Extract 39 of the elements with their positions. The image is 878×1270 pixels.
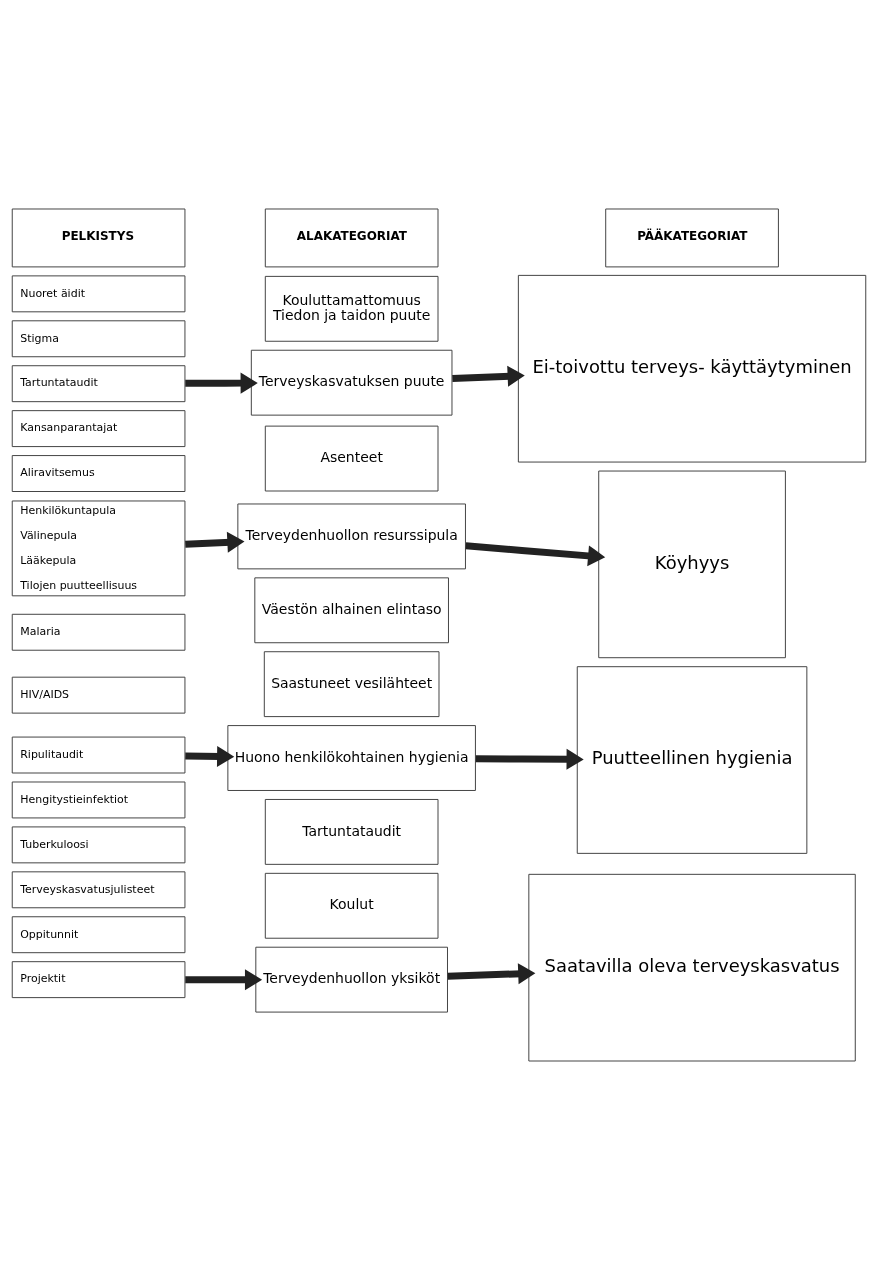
arrow: [185, 969, 263, 991]
node-box: Tartuntataudit: [11, 365, 186, 403]
node-box: Nuoret äidit: [11, 275, 186, 313]
node-box: Malaria: [11, 613, 186, 651]
node-box: Terveydenhuollon resurssipula: [237, 503, 466, 570]
node-box: Hengitystieinfektiot: [11, 781, 186, 819]
node-box: PELKISTYS: [11, 208, 186, 268]
node-box: PÄÄKATEGORIAT: [605, 208, 779, 268]
node-box: Terveyskasvatusjulisteet: [11, 871, 186, 909]
node-box: Terveyskasvatuksen puute: [250, 349, 453, 416]
node-box: Oppitunnit: [11, 916, 186, 954]
node-box: Huono henkilökohtainen hygienia: [227, 725, 476, 791]
arrow: [185, 745, 235, 767]
arrow: [475, 748, 584, 770]
node-box: Saastuneet vesilähteet: [263, 651, 440, 718]
arrow: [185, 372, 258, 394]
arrow: [465, 542, 606, 567]
node-box: Henkilökuntapula Välinepula Lääkepula Tilojen puutteellisuus: [11, 500, 186, 597]
node-box: Terveydenhuollon yksiköt: [255, 946, 448, 1013]
node-box: Projektit: [11, 961, 186, 999]
arrow: [185, 531, 245, 553]
node-box: Asenteet: [264, 425, 439, 492]
arrow: [452, 365, 525, 387]
node-box: Tartuntataudit: [264, 798, 439, 865]
node-box: Ei-toivottu terveys- käyttäytyminen: [517, 274, 867, 463]
node-box: HIV/AIDS: [11, 676, 186, 714]
arrow: [447, 963, 536, 985]
node-box: Aliravitsemus: [11, 455, 186, 492]
node-box: Ripulitaudit: [11, 736, 186, 774]
node-box: Väestön alhainen elintaso: [254, 577, 449, 644]
node-box: Tuberkuloosi: [11, 826, 186, 864]
node-box: Puutteellinen hygienia: [576, 666, 808, 854]
node-box: Kouluttamattomuus Tiedon ja taidon puute: [264, 275, 439, 342]
node-box: Koulut: [264, 872, 439, 939]
node-box: ALAKATEGORIAT: [264, 208, 439, 268]
node-box: Stigma: [11, 320, 186, 358]
node-box: Köyhyys: [598, 470, 786, 659]
node-box: Saatavilla oleva terveyskasvatus: [528, 873, 856, 1062]
node-box: Kansanparantajat: [11, 410, 186, 448]
